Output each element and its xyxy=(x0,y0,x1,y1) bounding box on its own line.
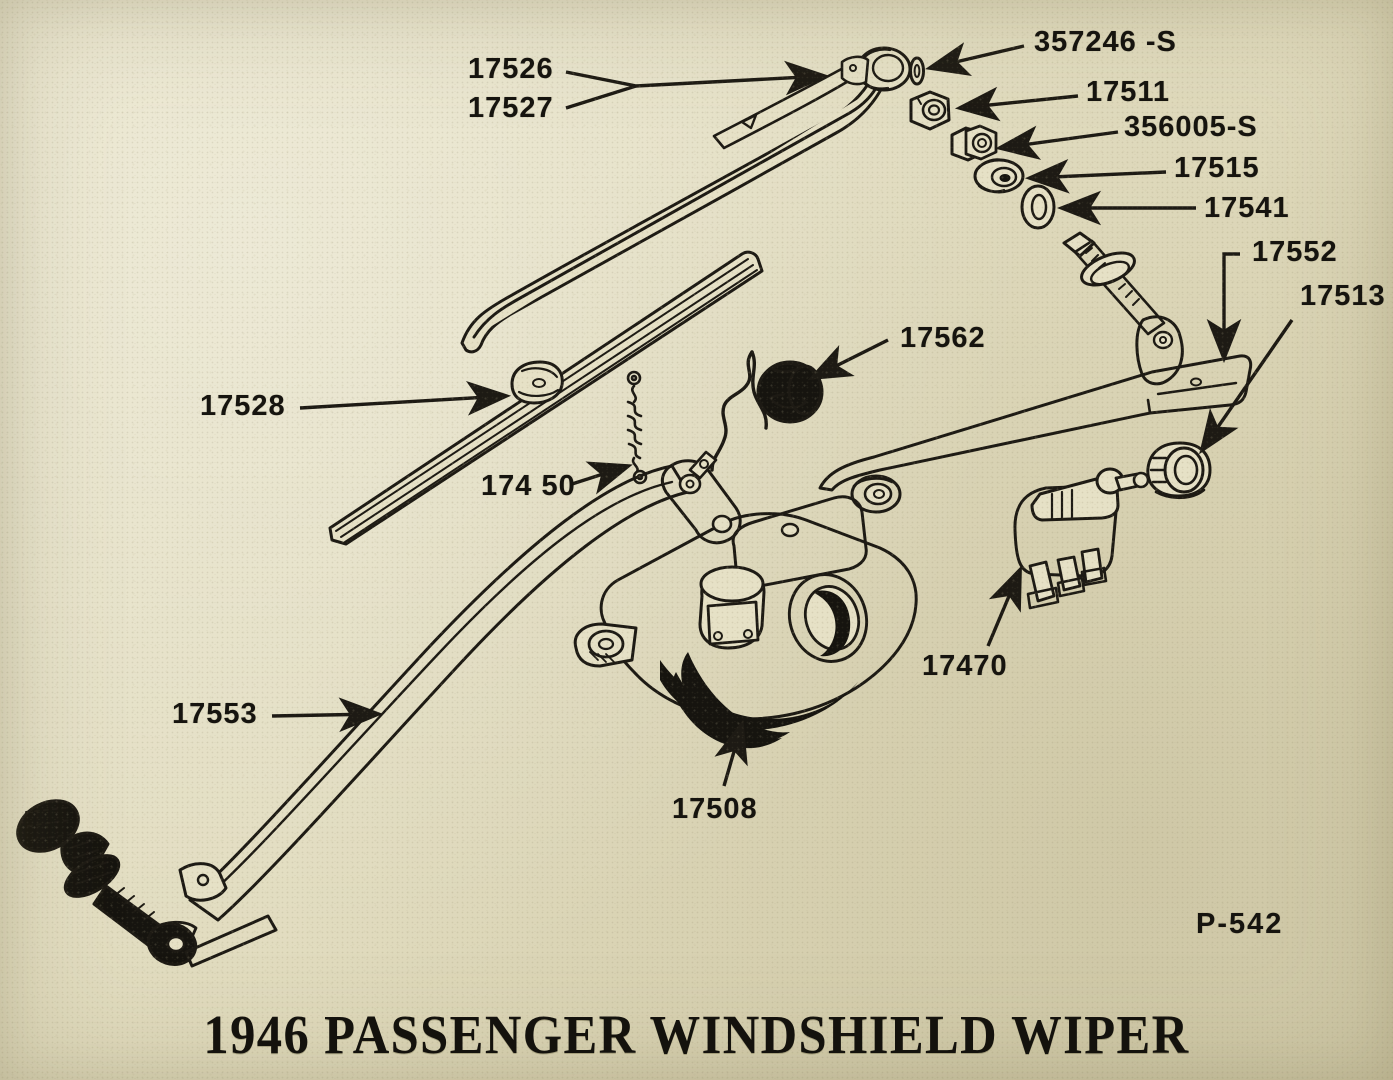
callout-17527: 17527 xyxy=(468,92,554,124)
callout-17528: 17528 xyxy=(200,390,286,422)
callout-17515: 17515 xyxy=(1174,152,1260,184)
hex-nut xyxy=(950,124,998,162)
coil-spring xyxy=(626,370,648,485)
leader-17527 xyxy=(565,84,637,110)
callout-17541: 17541 xyxy=(1204,192,1290,224)
connector-prongs xyxy=(1026,547,1108,610)
washer-17541 xyxy=(1020,184,1056,230)
wiper-arm-upper xyxy=(460,46,912,354)
callout-17526: 17526 xyxy=(468,53,554,85)
callout-17450: 174 50 xyxy=(481,470,576,502)
leader-17526-17527-main xyxy=(635,60,830,96)
leader-17511 xyxy=(954,86,1079,122)
callout-17562: 17562 xyxy=(900,322,986,354)
callout-356005s: 356005-S xyxy=(1124,111,1258,143)
retainer-clip xyxy=(909,56,925,86)
leader-356005s xyxy=(994,125,1119,160)
leader-17553 xyxy=(271,697,384,733)
pivot-shaft-left xyxy=(16,799,278,968)
arm-pivot-head xyxy=(840,46,912,92)
leader-17515 xyxy=(1024,158,1167,194)
leader-17513 xyxy=(1199,319,1294,455)
control-wire xyxy=(710,350,768,472)
pivot-shaft-right xyxy=(1062,231,1184,386)
leader-17526 xyxy=(565,70,637,88)
leader-357246s xyxy=(925,42,1025,76)
grommet xyxy=(756,360,824,424)
callout-17470: 17470 xyxy=(922,650,1008,682)
wiper-motor xyxy=(573,450,918,749)
leader-lines xyxy=(271,42,1294,787)
vacuum-connector xyxy=(1013,467,1150,610)
link-bar xyxy=(818,354,1253,492)
plate-number: P-542 xyxy=(1196,908,1284,940)
blade-saddle xyxy=(510,360,564,405)
nut-17511 xyxy=(909,90,951,131)
knurled-nut xyxy=(1146,441,1212,500)
leader-17470 xyxy=(986,565,1022,647)
callout-17508: 17508 xyxy=(672,793,758,825)
page-title: 1946 PASSENGER WINDSHIELD WIPER xyxy=(203,1004,1190,1065)
leader-17562 xyxy=(807,338,889,381)
leader-17508 xyxy=(714,719,748,787)
callout-17553: 17553 xyxy=(172,698,258,730)
callout-17513: 17513 xyxy=(1300,280,1386,312)
bushing-17515 xyxy=(973,158,1025,194)
callout-357246s: 357246 -S xyxy=(1034,26,1177,58)
callout-17511: 17511 xyxy=(1086,76,1171,108)
leader-17528 xyxy=(299,380,512,416)
callout-17552: 17552 xyxy=(1252,236,1338,268)
leader-17450 xyxy=(571,461,633,495)
hardware-stack xyxy=(909,56,1056,230)
wiper-blade xyxy=(328,250,764,546)
leader-17552 xyxy=(1206,252,1242,364)
